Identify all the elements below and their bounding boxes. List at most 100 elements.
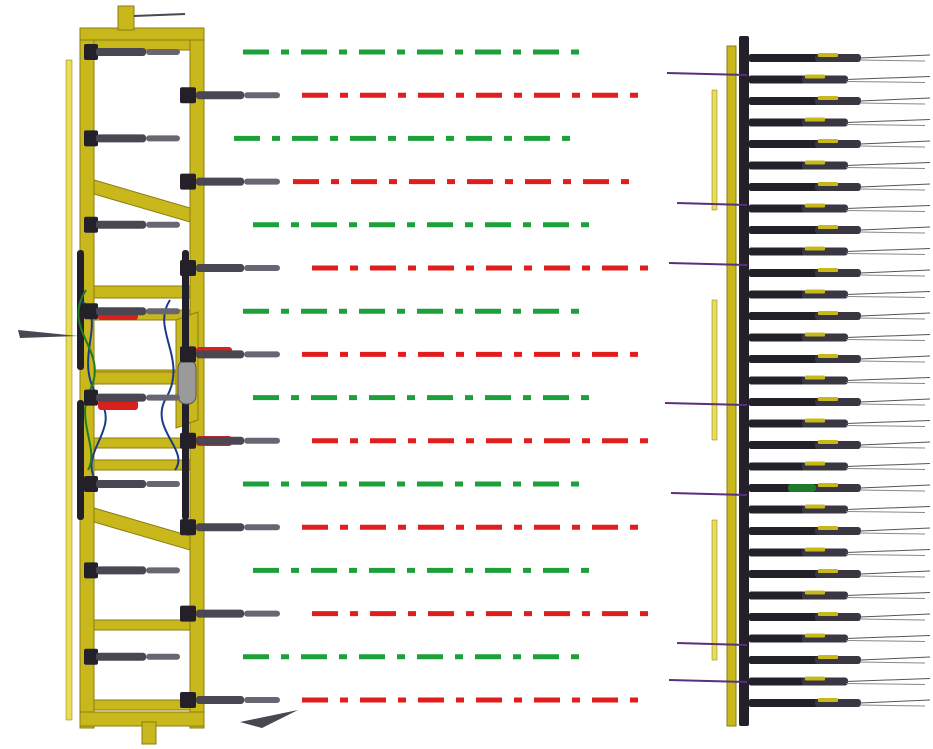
side-tine-clamp [805, 203, 825, 208]
tine-tip [845, 119, 931, 123]
arm-mount [84, 130, 98, 147]
diagonal-brace [93, 179, 191, 223]
arm-mount [84, 389, 98, 406]
tine-tip [859, 656, 931, 661]
tine-tip [845, 554, 926, 556]
side-tine-arm [749, 312, 819, 320]
tine-arm [196, 609, 244, 618]
tine-tip [845, 382, 926, 384]
tine-tip [859, 704, 926, 707]
side-tine-arm [749, 462, 805, 471]
purple-rod [666, 72, 748, 76]
tine-tip [845, 167, 926, 169]
side-tine-arm [749, 570, 819, 578]
side-tine-arm [749, 269, 819, 277]
side-tine-clamp [818, 268, 838, 272]
side-tine-clamp [805, 590, 825, 595]
purple-rod [668, 679, 748, 683]
implement-frame-top-view-icon [18, 5, 298, 745]
side-tine-arm [749, 677, 805, 686]
side-tine-clamp [805, 504, 825, 509]
side-tine-clamp [818, 655, 838, 659]
tine-tip [845, 640, 926, 642]
hydraulic-rod [182, 400, 189, 520]
cross-member [93, 619, 191, 631]
tine-spring [244, 697, 280, 703]
tine-spring [146, 481, 180, 487]
main-beam [739, 36, 749, 726]
bottom-hitch [141, 721, 157, 745]
side-tine-clamp [818, 483, 838, 487]
arm-mount [84, 476, 98, 492]
accumulator [177, 359, 197, 405]
tine-spring [146, 49, 180, 55]
tine-arm [196, 177, 244, 186]
side-support [711, 89, 718, 211]
diagonal-brace [93, 507, 191, 551]
purple-rod [676, 642, 748, 646]
side-tine-arm [749, 634, 805, 643]
side-tine-arm [749, 355, 819, 363]
tine-tip [859, 575, 926, 578]
side-tine-arm [749, 527, 819, 535]
side-tine-clamp [818, 440, 838, 444]
tine-tip [845, 425, 926, 427]
tine-spring [244, 524, 280, 531]
tine-arm [96, 307, 146, 316]
tine-tip [859, 317, 926, 320]
tine-tip [859, 97, 931, 102]
side-tine-clamp [805, 461, 825, 466]
tine-tip [859, 54, 931, 59]
tine-tip [845, 506, 931, 510]
implement-side-view-icon [664, 36, 931, 727]
tine-arm [96, 480, 146, 488]
tine-arm [196, 91, 244, 100]
tine-arm [196, 696, 244, 704]
tine-tip [859, 661, 926, 664]
red-cylinder [98, 400, 138, 410]
tine-tip [859, 489, 926, 492]
side-support [711, 299, 718, 441]
side-tine-clamp [818, 698, 838, 702]
hydraulic-hose [77, 289, 96, 471]
side-tine-arm [749, 656, 819, 664]
tine-tip [859, 360, 926, 363]
side-tine-arm [749, 419, 805, 428]
tine-tip [859, 699, 931, 704]
tine-tip [859, 183, 931, 188]
arm-mount [180, 432, 196, 449]
side-tine-arm [749, 548, 805, 557]
tine-tip [859, 484, 931, 489]
side-tine-clamp [818, 569, 838, 573]
side-tine-clamp [805, 375, 825, 380]
tine-tip [845, 377, 931, 381]
tine-tip [859, 226, 931, 231]
side-tine-arm [749, 97, 819, 105]
tine-tip [845, 81, 926, 83]
cross-member [93, 459, 191, 471]
tine-spring [244, 351, 280, 358]
tine-tip [859, 274, 926, 277]
side-tine-clamp [818, 612, 838, 616]
side-tine-clamp [818, 397, 838, 401]
tine-tip [845, 339, 926, 341]
side-tine-clamp [818, 53, 838, 57]
side-tine-arm [749, 613, 819, 621]
tine-tip [845, 463, 931, 467]
side-tine-arm [749, 183, 819, 191]
side-tine-arm [749, 333, 805, 342]
side-tine-clamp [818, 225, 838, 229]
tine-tip [859, 446, 926, 449]
side-tine-clamp [805, 332, 825, 337]
tine-tip [845, 511, 926, 513]
arm-mount [180, 87, 196, 104]
arm-mount [180, 519, 196, 536]
side-tine-arm [749, 699, 819, 707]
tine-tip [859, 145, 926, 148]
tine-arm [96, 566, 146, 575]
tine-tip [859, 188, 926, 191]
tine-spring [244, 92, 280, 99]
tine-spring [146, 308, 180, 315]
purple-rod [676, 202, 748, 206]
tine-arm [96, 48, 146, 56]
